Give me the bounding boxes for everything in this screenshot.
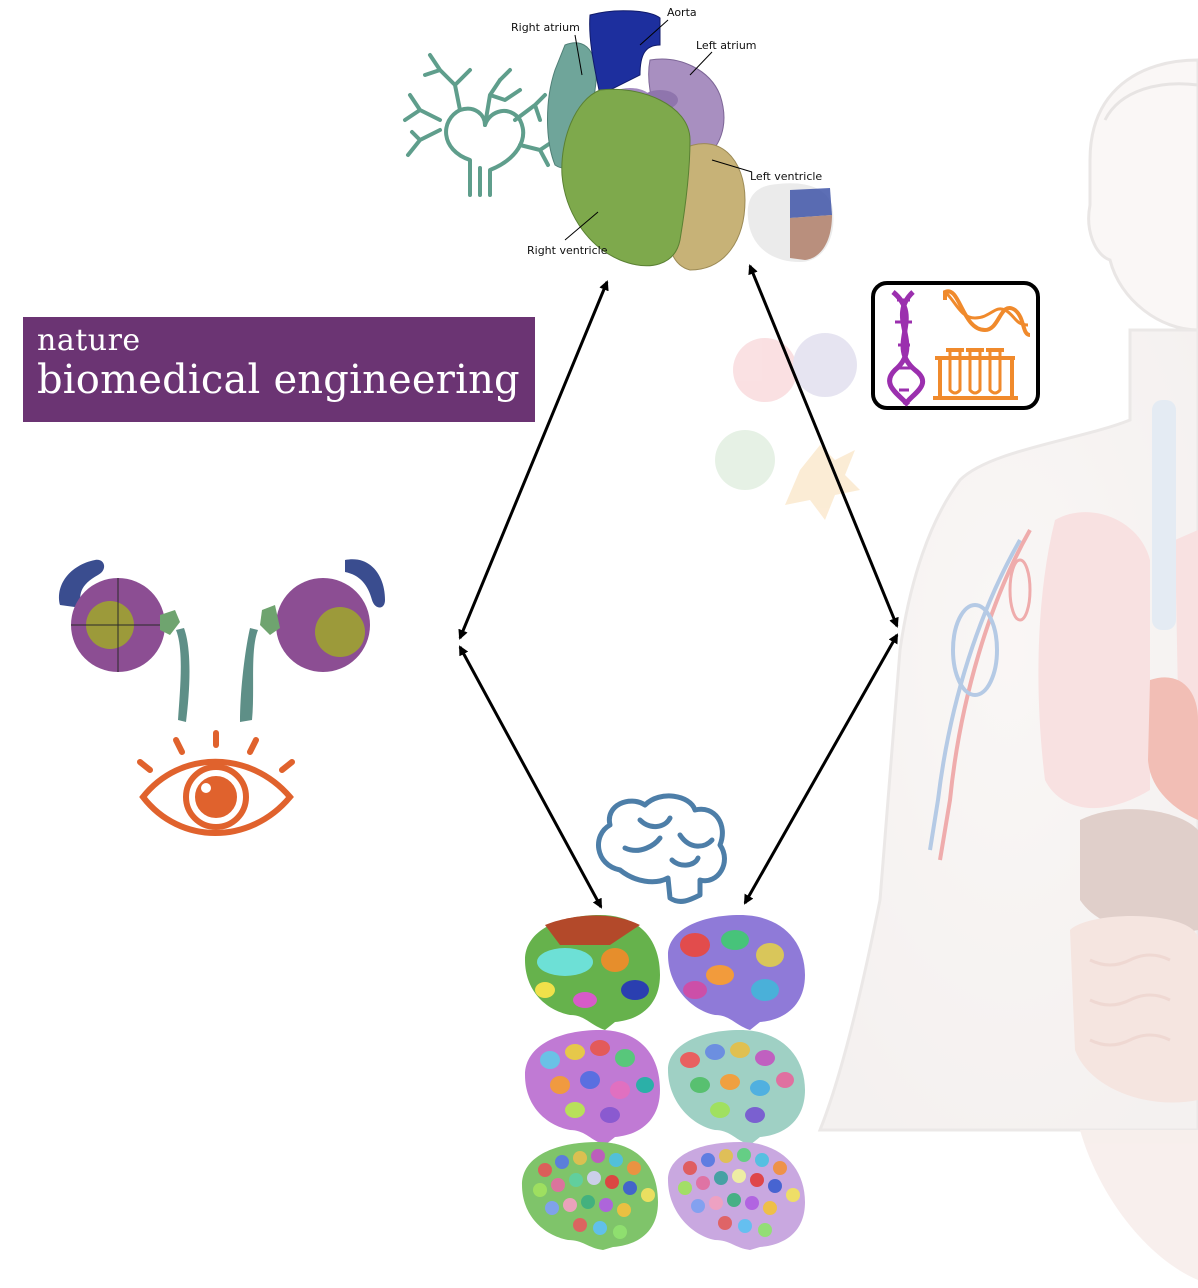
brain-model-3 xyxy=(525,1030,660,1145)
journal-name-line1: nature xyxy=(37,323,141,358)
label-right-ventricle: Right ventricle xyxy=(527,244,608,257)
journal-name-line2: biomedical engineering xyxy=(37,357,520,403)
ventricle-section-model xyxy=(747,183,834,262)
arrow-heart-body xyxy=(748,264,899,628)
eye-icon xyxy=(137,730,295,836)
journal-banner: nature biomedical engineering xyxy=(23,317,535,422)
heart-model xyxy=(547,10,753,271)
eye-models xyxy=(59,559,385,722)
brain-model-4 xyxy=(668,1030,805,1145)
arrow-body-brain xyxy=(743,633,899,905)
arrow-eye-brain xyxy=(458,645,603,909)
label-left-atrium: Left atrium xyxy=(696,39,757,52)
brain-model-1 xyxy=(525,915,660,1030)
human-body-background xyxy=(817,58,1198,1280)
brain-model-5 xyxy=(522,1142,658,1250)
heart-vessels-icon xyxy=(403,53,554,197)
label-aorta: Aorta xyxy=(667,6,697,19)
connection-arrows xyxy=(458,264,899,909)
brain-model-6 xyxy=(668,1142,805,1250)
arrow-heart-eye xyxy=(458,280,609,640)
brain-models xyxy=(522,915,805,1250)
brain-icon xyxy=(596,793,727,904)
brain-model-2 xyxy=(668,915,805,1030)
dna-testtube-icon xyxy=(871,281,1040,410)
label-left-ventricle: Left ventricle xyxy=(750,170,822,183)
label-right-atrium: Right atrium xyxy=(511,21,580,34)
